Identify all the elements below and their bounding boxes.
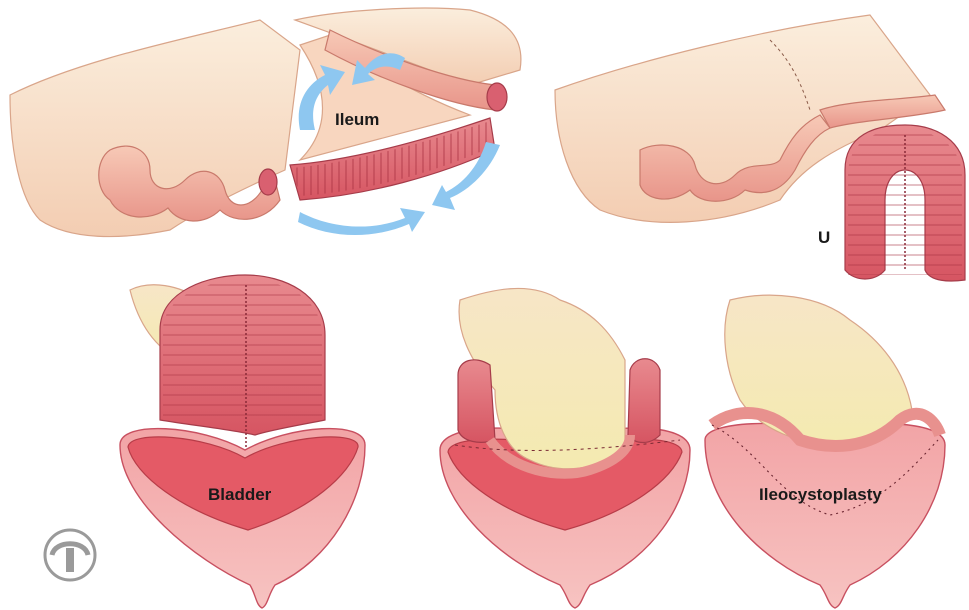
label-ileum: Ileum bbox=[335, 110, 379, 130]
folded-patch-folds bbox=[163, 280, 322, 418]
bowel-end-right bbox=[487, 83, 507, 111]
mesentery-5 bbox=[725, 295, 912, 445]
arrow-icon bbox=[298, 208, 425, 235]
publisher-logo bbox=[45, 530, 95, 580]
panel-u-configuration bbox=[555, 15, 965, 281]
panel-ileocystoplasty bbox=[705, 295, 945, 608]
label-ileocystoplasty: Ileocystoplasty bbox=[759, 485, 882, 505]
panel-suturing bbox=[440, 288, 690, 608]
label-u: U bbox=[818, 228, 830, 248]
panel-ileum-isolation bbox=[10, 8, 521, 237]
label-bladder: Bladder bbox=[208, 485, 271, 505]
bowel-end-left bbox=[259, 169, 277, 195]
logo-stem bbox=[66, 548, 74, 572]
patch-right-fold bbox=[628, 359, 660, 443]
patch-left-fold bbox=[458, 360, 495, 443]
panel-bladder bbox=[120, 275, 365, 608]
